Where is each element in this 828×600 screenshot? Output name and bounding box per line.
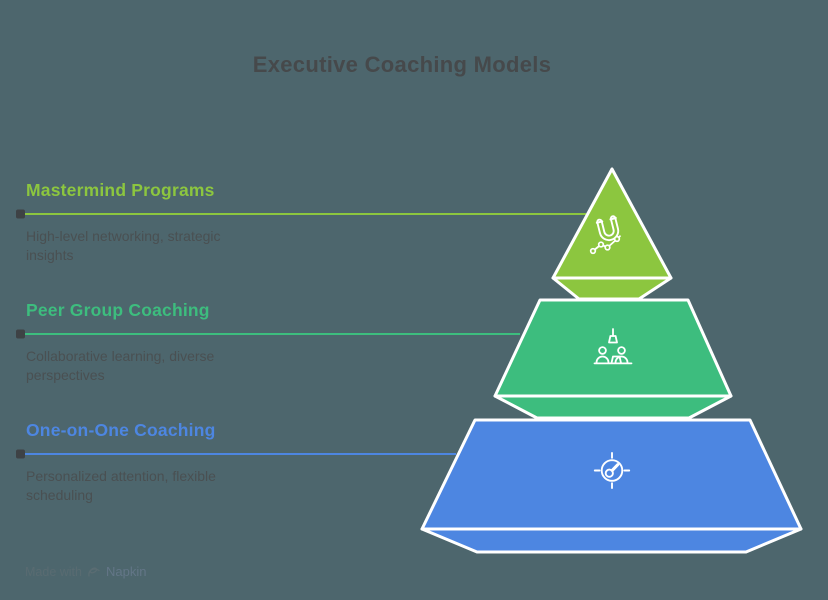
- tier2-description: Collaborative learning, diverse perspect…: [26, 348, 215, 383]
- napkin-logo-icon: [88, 566, 100, 577]
- pyramid-tier2-segment: [493, 298, 733, 420]
- page-title: Executive Coaching Models: [252, 52, 552, 77]
- tier2-label: Peer Group Coaching: [26, 300, 210, 320]
- tier1-connector-dot: [16, 209, 25, 219]
- tier3-connector: [16, 449, 456, 459]
- tier1-connector: [16, 209, 586, 219]
- tier3-description: Personalized attention, flexible schedul…: [26, 468, 216, 503]
- tier2-connector: [16, 329, 520, 339]
- tier2-connector-dot: [16, 329, 25, 339]
- made-with-text: Made with: [25, 564, 82, 579]
- gauge-icon: [593, 452, 631, 489]
- pyramid-tier3-segment: [420, 418, 803, 554]
- napkin-watermark[interactable]: Made with Napkin: [25, 564, 146, 579]
- napkin-brand-text: Napkin: [105, 564, 147, 579]
- tier1-label: Mastermind Programs: [26, 180, 215, 200]
- tier3-connector-dot: [16, 449, 25, 459]
- tier3-label: One-on-One Coaching: [26, 420, 216, 440]
- magnet-trend-icon: [589, 215, 621, 255]
- collaboration-icon: [593, 328, 633, 365]
- tier1-description: High-level networking, strategic insight…: [26, 228, 221, 263]
